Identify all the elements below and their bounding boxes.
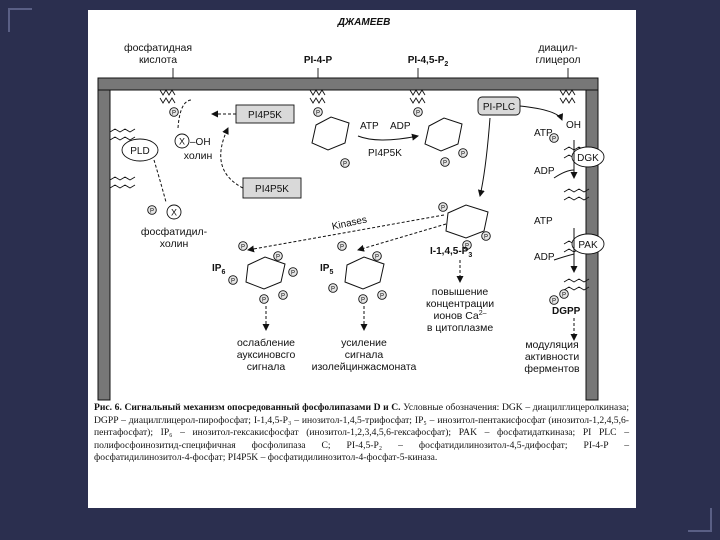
phosphate-dgpp-2 [559, 289, 569, 299]
phosphate-ip5-2 [372, 251, 382, 261]
arrow-plc-to-dag [519, 105, 564, 121]
ring-pi4p [311, 116, 350, 151]
phosphate-pi45p2-5 [458, 148, 468, 158]
arrow-ip3-to-ip6 [247, 214, 445, 253]
label-atp-mid: ATP [360, 121, 379, 132]
label-phosphatidylcholine-1: фосфатидил- [141, 226, 208, 238]
label-phosphatidic-acid-1: фосфатидная [124, 42, 192, 54]
caption-body: Условные обозначения: DGK – диацилглицер… [94, 402, 629, 464]
label-ip3: I-1,4,5-P3 [430, 246, 472, 259]
phosphate-ip5-3 [377, 290, 387, 300]
label-adp-mid: ADP [390, 121, 411, 132]
x-group-label: X [179, 137, 185, 147]
label-connectors [172, 68, 569, 78]
phosphate-ip5-4 [358, 294, 368, 304]
outcome-ip5-line-2: сигнала [345, 349, 384, 361]
phosphate-pi4p-anchor [313, 107, 323, 117]
label-pi4p: PI-4-P [304, 55, 333, 66]
ring-ip3 [445, 204, 489, 239]
oh-suffix: –OH [190, 137, 211, 148]
enzyme-pi4p5k-low-label: PI4P5K [255, 184, 289, 195]
label-oh: OH [566, 120, 581, 131]
arrow-pi4p5k-low [220, 127, 244, 189]
phosphate-ip6-1 [238, 241, 248, 251]
slide-corner-top-left [8, 8, 32, 32]
pc-x-circle [166, 204, 182, 220]
arrow-pi4p-to-pi45p2 [357, 133, 419, 141]
label-adp-dgk: ADP [534, 166, 555, 177]
phosphate-ip3-4 [481, 231, 491, 241]
enzyme-dgk-label: DGK [577, 153, 599, 164]
enzyme-pak [571, 233, 605, 255]
label-diacylglycerol-1: диацил- [538, 42, 578, 54]
enzyme-pi-plc-label: PI-PLC [483, 102, 515, 113]
arrow-ip3-to-ip5 [357, 223, 447, 252]
label-adp-pak: ADP [534, 252, 555, 263]
outcome-ip5-line-1: усиление [341, 337, 387, 349]
outcome-pak-line-1: модуляция [525, 339, 578, 351]
slide-corner-bottom-right [688, 508, 712, 532]
arrow-pc-to-pld [153, 159, 167, 203]
phosphate-pi4p-4 [340, 158, 350, 168]
inositol-rings [245, 116, 489, 290]
label-atp-dgk: ATP [534, 128, 553, 139]
phosphate-ip6-4 [278, 290, 288, 300]
arrow-pld-to-pa [177, 99, 193, 129]
outcome-ip3-line-1: повышение [432, 286, 489, 298]
outcome-pak-line-3: ферментов [524, 363, 580, 375]
phosphate-pa [169, 107, 179, 117]
phosphate-ip6-3 [288, 267, 298, 277]
enzyme-pld-label: PLD [130, 146, 149, 157]
outcome-ip6-line-3: сигнала [247, 361, 286, 373]
ring-ip6 [245, 256, 286, 290]
phosphate-pi45p2-4 [440, 157, 450, 167]
reaction-arrows [357, 105, 578, 273]
arrow-adp-pak [553, 253, 575, 261]
outcome-ip6-line-1: ослабление [237, 337, 295, 349]
figure-sheet: P ДЖАМЕЕВ фосфатидная кислота PI-4-P PI-… [88, 10, 636, 508]
dashed-arrows [153, 99, 578, 341]
phosphate-ip5-1 [337, 241, 347, 251]
arrow-adp-dgk [553, 169, 575, 179]
enzyme-pi4p5k-top-label: PI4P5K [248, 110, 282, 121]
outcome-ip3-line-3: ионов Ca2– [433, 310, 486, 322]
figure-caption: Рис. 6. Сигнальный механизм опосредованн… [94, 402, 629, 465]
phosphate-ip3-1 [438, 202, 448, 212]
outcome-ip6-line-2: ауксиновсго [237, 349, 296, 361]
label-phosphatidylcholine-2: холин [160, 238, 189, 250]
label-ip6: IP6 [212, 263, 225, 276]
x-group-circle [174, 133, 190, 149]
lipid-tails [109, 89, 590, 291]
enzyme-pld [121, 138, 159, 162]
ring-pi45p2 [424, 117, 463, 152]
phosphate-dgpp-1 [549, 295, 559, 305]
signaling-diagram: P ДЖАМЕЕВ фосфатидная кислота PI-4-P PI-… [97, 17, 605, 401]
pc-x-label: X [171, 208, 177, 218]
label-atp-pak: ATP [534, 216, 553, 227]
label-dgpp: DGPP [552, 306, 581, 317]
phosphate-ip6-5 [259, 294, 269, 304]
author-header: ДЖАМЕЕВ [337, 17, 391, 28]
label-choline: холин [184, 150, 213, 162]
outcome-ip3-line-2: концентрации [426, 298, 494, 310]
phosphate-pi45p2-anchor [413, 107, 423, 117]
caption-title: Рис. 6. Сигнальный механизм опосредованн… [94, 402, 401, 413]
label-ip5: IP5 [320, 263, 333, 276]
enzyme-pak-label: PAK [578, 240, 598, 251]
outcome-ip5-line-3: изолейцинжасмоната [312, 361, 417, 373]
phosphate-ip6-6 [228, 275, 238, 285]
label-phosphatidic-acid-2: кислота [139, 54, 177, 66]
outcome-pak-line-2: активности [525, 351, 580, 363]
enzyme-dgk [571, 146, 605, 168]
label-pi45p2: PI-4,5-P2 [408, 55, 449, 68]
outcomes: ослабление ауксиновсго сигнала усиление … [237, 286, 580, 375]
outcome-ip3-line-4: в цитоплазме [427, 322, 493, 334]
phosphate-ip6-2 [273, 251, 283, 261]
phosphate-ip5-5 [328, 283, 338, 293]
ring-ip5 [344, 256, 385, 290]
label-pi4p5k-reaction: PI4P5K [368, 148, 402, 159]
arrow-plc-to-ip3 [477, 117, 491, 197]
phosphate-pc [147, 205, 157, 215]
label-diacylglycerol-2: глицерол [536, 54, 581, 66]
